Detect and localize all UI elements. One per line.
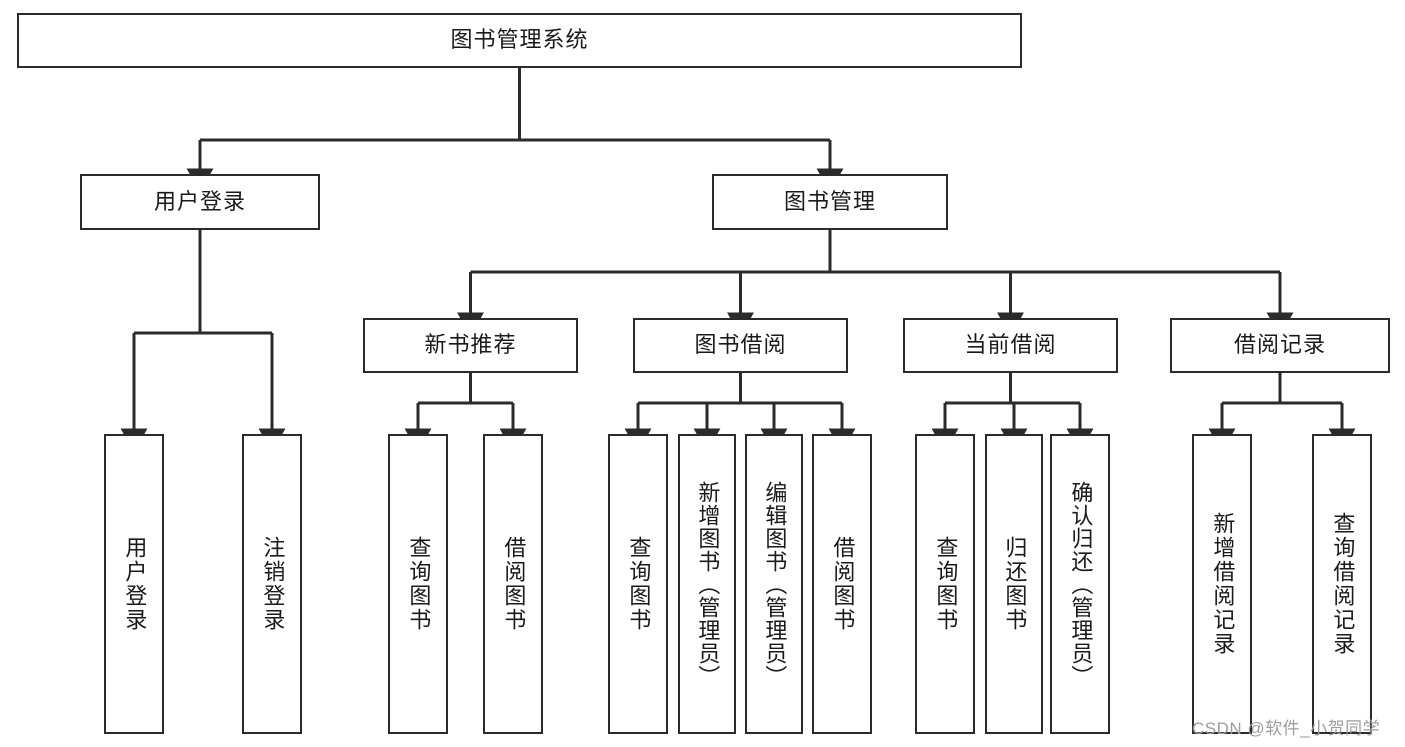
node-current[interactable]: 当前借阅 [903,318,1118,373]
node-label-l-logout: 注销登录 [260,536,286,632]
node-login[interactable]: 用户登录 [80,174,320,230]
node-records[interactable]: 借阅记录 [1170,318,1390,373]
node-label-b-lend: 借阅图书 [830,536,856,632]
node-c-confirm[interactable]: 确认归还（管理员） [1050,434,1110,734]
node-label-c-query: 查询图书 [933,536,959,632]
node-r-add[interactable]: 新增借阅记录 [1192,434,1252,734]
node-b-lend[interactable]: 借阅图书 [812,434,872,734]
node-label-c-return: 归还图书 [1002,536,1028,632]
node-l-login[interactable]: 用户登录 [104,434,164,734]
node-label-l-login: 用户登录 [122,536,148,632]
node-label-b-edit: 编辑图书（管理员） [762,480,788,688]
node-label-records: 借阅记录 [1233,332,1326,358]
node-label-n-borrow: 借阅图书 [501,536,527,632]
csdn-watermark: CSDN @软件_小贺同学 [1192,719,1381,738]
node-c-query[interactable]: 查询图书 [915,434,975,734]
node-b-query[interactable]: 查询图书 [608,434,668,734]
node-label-newbook: 新书推荐 [424,332,517,358]
node-n-borrow[interactable]: 借阅图书 [483,434,543,734]
node-label-bookmgmt: 图书管理 [783,188,876,214]
node-label-root: 图书管理系统 [450,27,589,53]
node-bookmgmt[interactable]: 图书管理 [712,174,948,230]
node-label-r-add: 新增借阅记录 [1210,512,1236,656]
node-label-login: 用户登录 [153,188,246,214]
node-borrow[interactable]: 图书借阅 [633,318,848,373]
node-label-current: 当前借阅 [964,332,1057,358]
node-root[interactable]: 图书管理系统 [17,13,1022,68]
node-label-r-query: 查询借阅记录 [1330,512,1356,656]
node-label-c-confirm: 确认归还（管理员） [1068,480,1094,688]
node-b-edit[interactable]: 编辑图书（管理员） [745,434,803,734]
node-r-query[interactable]: 查询借阅记录 [1312,434,1372,734]
node-l-logout[interactable]: 注销登录 [242,434,302,734]
node-b-add[interactable]: 新增图书（管理员） [678,434,736,734]
node-n-query[interactable]: 查询图书 [388,434,448,734]
node-label-b-query: 查询图书 [626,536,652,632]
node-newbook[interactable]: 新书推荐 [363,318,578,373]
node-label-b-add: 新增图书（管理员） [695,480,721,688]
node-label-n-query: 查询图书 [406,536,432,632]
node-label-borrow: 图书借阅 [694,332,787,358]
node-c-return[interactable]: 归还图书 [985,434,1043,734]
